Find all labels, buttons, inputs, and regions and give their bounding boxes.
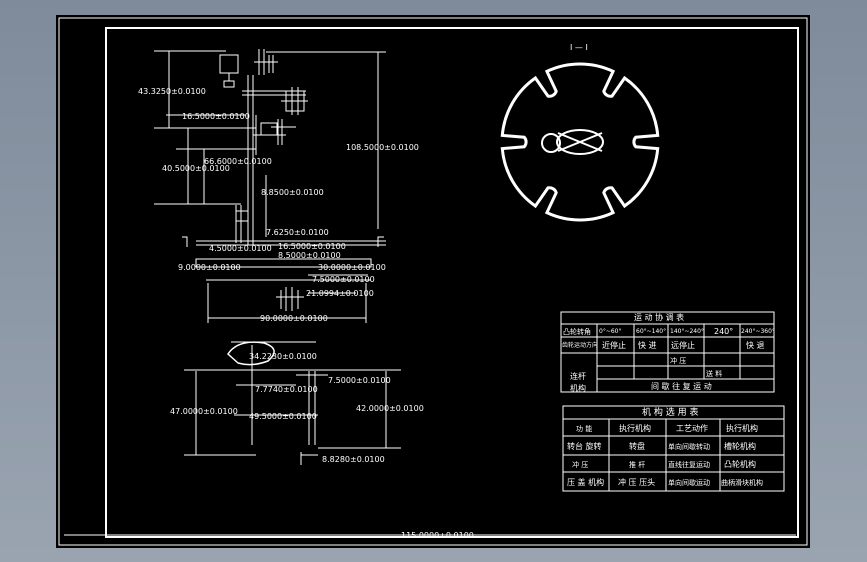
geneva-wheel-view: I — I [500, 43, 660, 222]
table-cell: 间 歇 往 复 运 动 [651, 381, 712, 391]
dim-label: 47.0000±0.0100 [170, 407, 238, 416]
dim-label: 40.5000±0.0100 [162, 164, 230, 173]
dim-label: 16.5000±0.0100 [278, 242, 346, 251]
outer-frame [58, 17, 808, 546]
dim-label: 66.6000±0.0100 [204, 157, 272, 166]
dim-label: 34.2230±0.0100 [249, 352, 317, 361]
table-cell: 凸轮转角 [563, 327, 591, 336]
table-cell: 执行机构 [726, 423, 758, 433]
dim-label: 9.0000±0.0100 [178, 263, 241, 272]
table-cell: 齿轮运动方向 [562, 341, 598, 349]
dim-label: 42.0000±0.0100 [356, 404, 424, 413]
table-cell: 冲 压 [670, 356, 686, 365]
table-cell: 直线往复运动 [668, 460, 710, 469]
table-cell: 240°~360° [741, 328, 775, 335]
crank-block [260, 122, 278, 136]
table-cell: 槽轮机构 [724, 441, 756, 451]
dim-label: 7.5000±0.0100 [312, 275, 375, 284]
table-cell: 转盘 [629, 441, 645, 451]
dim-label: 7.5000±0.0100 [328, 376, 391, 385]
geneva-wheel-outline [500, 62, 660, 222]
mech-table-frame [562, 405, 785, 492]
table-cell: 240° [714, 327, 733, 336]
dim-label: 49.5000±0.0100 [249, 412, 317, 421]
dim-label: 8.8500±0.0100 [261, 188, 324, 197]
table-cell: 60°~140° [636, 328, 666, 335]
table-cell: 机构 [570, 383, 586, 393]
crank-arm [557, 132, 603, 152]
table-cell: 推 杆 [629, 460, 645, 469]
dim-label: 7.6250±0.0100 [266, 228, 329, 237]
mechanism-table: 机 构 选 用 表 功 能 执行机构 工艺动作 执行机构 转台 旋转 转盘 单向… [562, 405, 785, 492]
table-cell: 单向间歇运动 [668, 478, 710, 487]
table-cell: 单向间歇转动 [668, 442, 710, 451]
right-section-mark [377, 236, 384, 247]
dim-label: 8.8280±0.0100 [322, 455, 385, 464]
locking-disk [556, 129, 604, 155]
table-cell: 工艺动作 [676, 423, 708, 433]
motion-table-title: 运 动 协 调 表 [634, 312, 684, 322]
table-cell: 冲 压 压头 [618, 477, 655, 487]
table-cell: 功 能 [576, 424, 592, 433]
table-cell: 远停止 [671, 340, 695, 350]
dim-label: 8.5000±0.0100 [278, 251, 341, 260]
front-view: 43.3250±0.0100 16.5000±0.0100 108.5000±0… [138, 49, 419, 323]
dim-label: 7.7740±0.0100 [255, 385, 318, 394]
table-cell: 冲 压 [572, 460, 588, 469]
table-cell: 快 进 [638, 340, 657, 350]
table-cell: 0°~60° [599, 328, 621, 335]
table-cell: 快 退 [746, 340, 765, 350]
dim-label: 16.5000±0.0100 [182, 112, 250, 121]
cam-profile [227, 341, 275, 366]
table-cell: 压 盖 机构 [567, 477, 604, 487]
drawing-sheet[interactable]: 43.3250±0.0100 16.5000±0.0100 108.5000±0… [56, 15, 810, 548]
inner-frame [105, 27, 799, 538]
cam-detail-view: 34.2230±0.0100 7.7740±0.0100 7.5000±0.01… [170, 341, 424, 465]
drive-pin-hole [541, 133, 561, 153]
dim-label: 115.0000±0.0100 [401, 531, 474, 540]
bottom-dimension: 115.0000±0.0100 [64, 531, 796, 540]
mech-table-title: 机 构 选 用 表 [642, 406, 698, 418]
left-section-mark [182, 236, 188, 247]
coupling [223, 80, 235, 88]
dim-label: 4.5000±0.0100 [209, 244, 272, 253]
drawing-canvas: 43.3250±0.0100 16.5000±0.0100 108.5000±0… [58, 17, 808, 546]
dim-label: 43.3250±0.0100 [138, 87, 206, 96]
table-cell: 近停止 [602, 340, 626, 350]
table-cell: 140°~240° [670, 328, 704, 335]
table-cell: 凸轮机构 [724, 459, 756, 469]
dim-label: 21.0994±0.0100 [306, 289, 374, 298]
dim-label: 30.0000±0.0100 [318, 263, 386, 272]
lower-block [235, 210, 249, 222]
table-cell: 连杆 [570, 371, 586, 381]
table-cell: 转台 旋转 [567, 441, 602, 451]
motor-block [219, 54, 239, 74]
dim-label: 90.0000±0.0100 [260, 314, 328, 323]
dim-label: 108.5000±0.0100 [346, 143, 419, 152]
motion-table: 运 动 协 调 表 凸轮转角 0°~60° 60°~140° 140°~240°… [560, 311, 775, 393]
view-label: I — I [570, 43, 588, 52]
motion-table-frame [560, 311, 775, 393]
table-cell: 曲柄滑块机构 [721, 478, 763, 487]
table-cell: 送 料 [706, 369, 722, 378]
table-cell: 执行机构 [619, 423, 651, 433]
